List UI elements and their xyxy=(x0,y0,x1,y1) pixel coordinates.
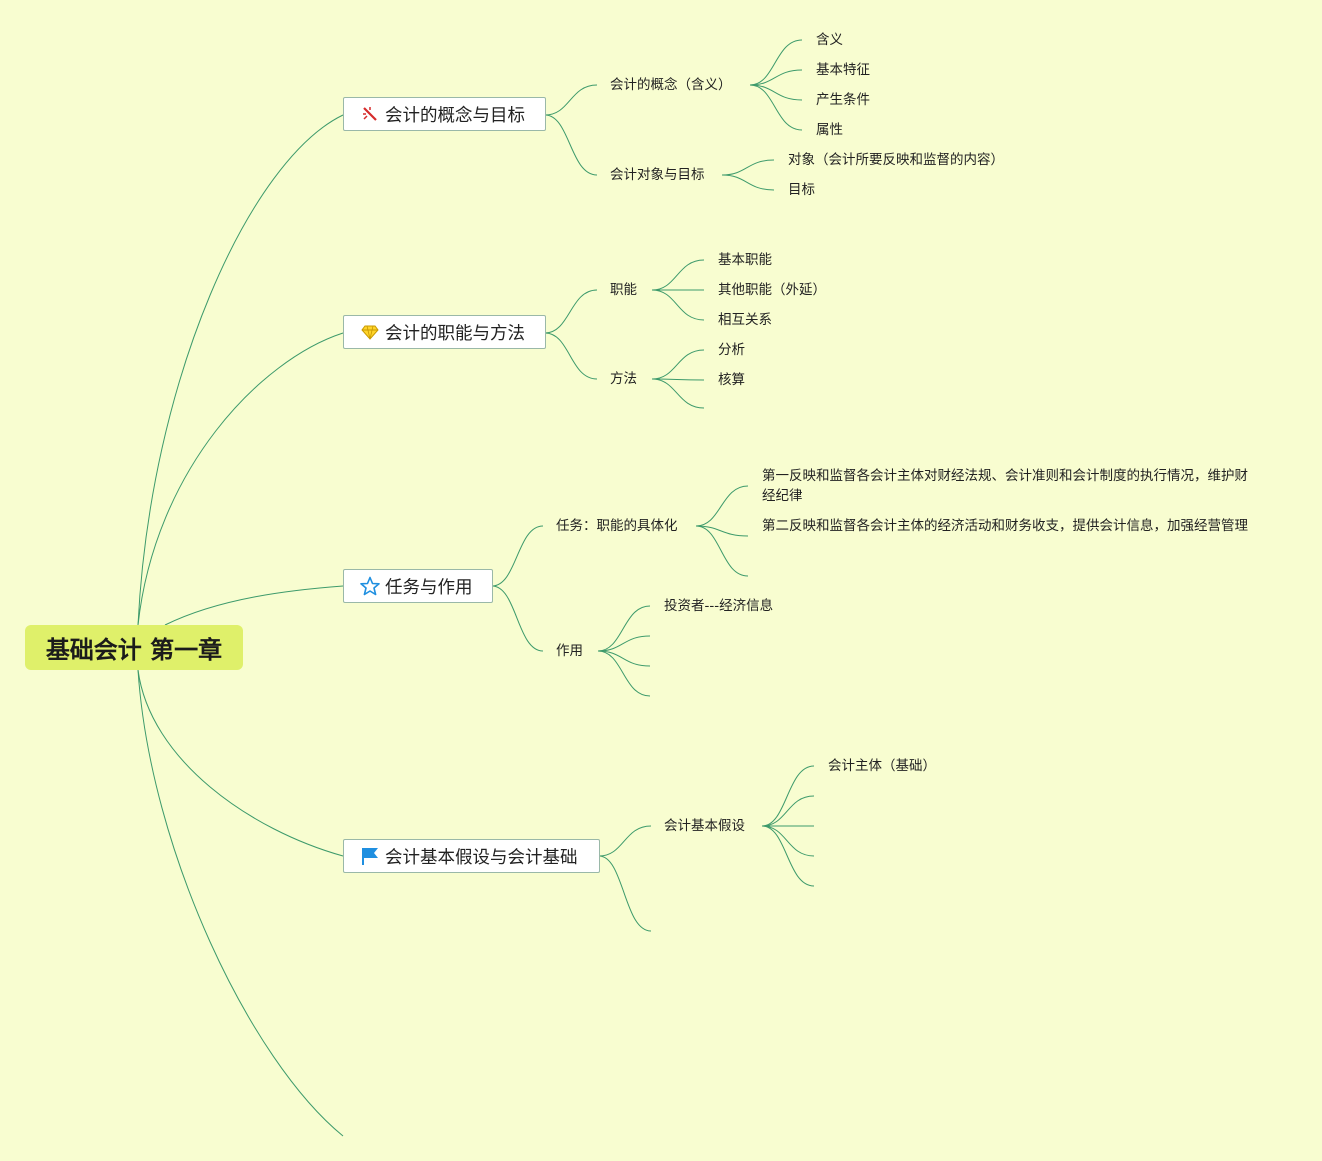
topic-assumption-basis[interactable]: 会计基本假设与会计基础 xyxy=(343,839,600,873)
subtopic-object-goal[interactable]: 会计对象与目标 xyxy=(610,167,705,183)
leaf-object[interactable]: 对象（会计所要反映和监督的内容） xyxy=(788,152,1004,168)
root-topic[interactable]: 基础会计 第一章 xyxy=(25,625,243,670)
leaf-task-second[interactable]: 第二反映和监督各会计主体的经济活动和财务收支，提供会计信息，加强经营管理 xyxy=(762,518,1248,534)
topic-label: 任务与作用 xyxy=(385,577,473,598)
leaf-meaning[interactable]: 含义 xyxy=(816,32,843,48)
subtopic-task[interactable]: 任务：职能的具体化 xyxy=(556,518,678,534)
link-root-topic5 xyxy=(137,669,344,1137)
link-root-topic2 xyxy=(137,332,344,626)
leaf-relationship[interactable]: 相互关系 xyxy=(718,312,772,328)
root-label: 基础会计 第一章 xyxy=(45,636,223,664)
leaf-accounting[interactable]: 核算 xyxy=(718,372,745,388)
leaf-investor[interactable]: 投资者---经济信息 xyxy=(664,598,774,614)
leaf-accounting-entity[interactable]: 会计主体（基础） xyxy=(828,758,936,774)
leaf-other-function[interactable]: 其他职能（外延） xyxy=(718,282,826,298)
topic-label: 会计基本假设与会计基础 xyxy=(385,847,578,868)
topic-function-method[interactable]: 会计的职能与方法 xyxy=(343,315,546,349)
subtopic-method[interactable]: 方法 xyxy=(610,371,637,387)
flag-icon xyxy=(360,846,380,866)
leaf-basic-function[interactable]: 基本职能 xyxy=(718,252,772,268)
magic-wand-icon xyxy=(360,104,380,124)
diamond-icon xyxy=(360,322,380,342)
leaf-goal[interactable]: 目标 xyxy=(788,182,815,198)
subtopic-function[interactable]: 职能 xyxy=(610,282,637,298)
leaf-analysis[interactable]: 分析 xyxy=(718,342,745,358)
subtopic-concept[interactable]: 会计的概念（含义） xyxy=(610,77,732,93)
leaf-basic-features[interactable]: 基本特征 xyxy=(816,62,870,78)
leaf-attribute[interactable]: 属性 xyxy=(816,122,843,138)
subtopic-role[interactable]: 作用 xyxy=(556,643,583,659)
subtopic-basic-assumption[interactable]: 会计基本假设 xyxy=(664,818,745,834)
leaf-task-first[interactable]: 第一反映和监督各会计主体对财经法规、会计准则和会计制度的执行情况，维护财经纪律 xyxy=(762,468,1248,504)
topic-task-role[interactable]: 任务与作用 xyxy=(343,569,493,603)
topic-label: 会计的职能与方法 xyxy=(385,323,525,344)
link-root-topic3 xyxy=(164,585,344,626)
link-root-topic4 xyxy=(137,669,344,857)
link-root-topic1 xyxy=(137,114,344,626)
topic-concept-goal[interactable]: 会计的概念与目标 xyxy=(343,97,546,131)
topic-label: 会计的概念与目标 xyxy=(385,105,525,126)
leaf-conditions[interactable]: 产生条件 xyxy=(816,92,870,108)
star-icon xyxy=(360,576,380,596)
